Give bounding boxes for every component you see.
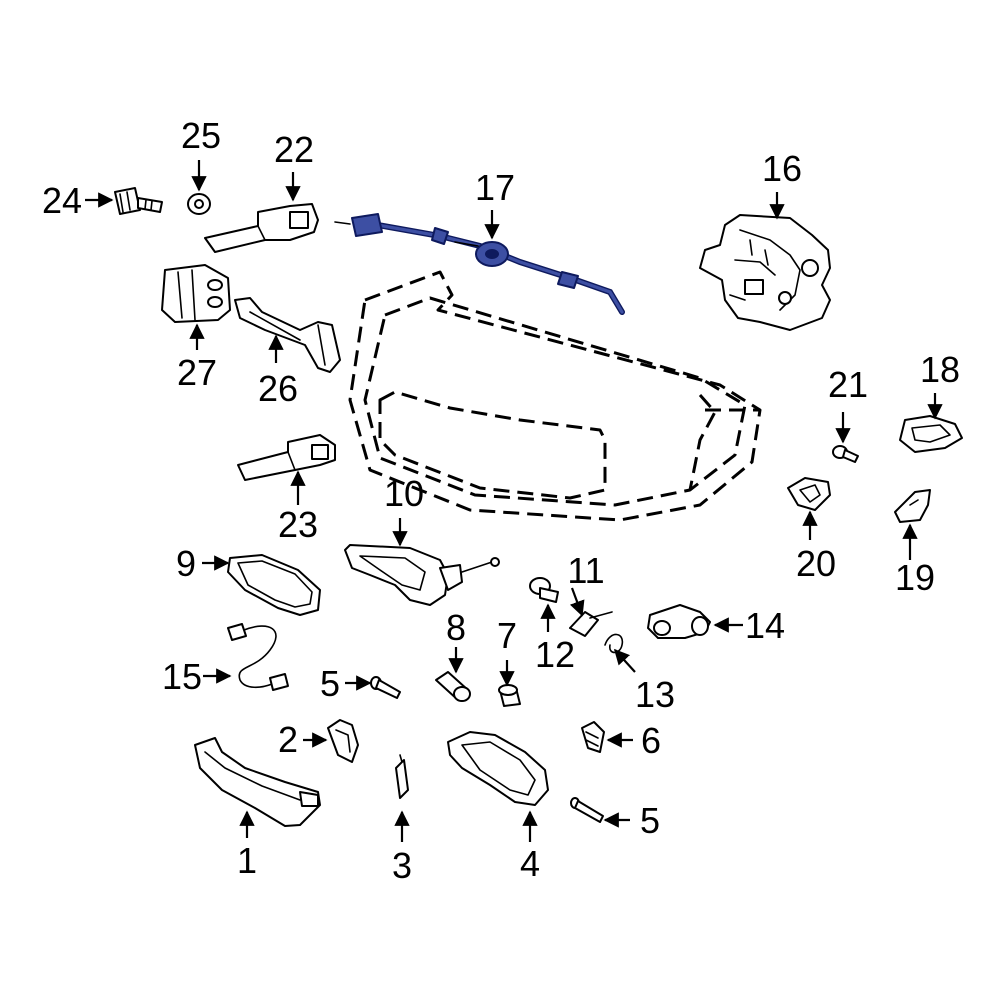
callout-9: 9 (176, 543, 196, 584)
callout-12: 12 (535, 634, 575, 675)
part-3-retaining-pin[interactable] (395, 754, 409, 799)
callout-19: 19 (895, 557, 935, 598)
part-21-screw[interactable] (832, 445, 859, 463)
part-18-handle-bezel[interactable] (899, 415, 963, 453)
callout-17: 17 (475, 167, 515, 208)
callout-10: 10 (384, 473, 424, 514)
callout-14: 14 (745, 605, 785, 646)
callout-24: 24 (42, 180, 82, 221)
callout-18: 18 (920, 349, 960, 390)
part-1-outer-handle[interactable] (194, 737, 321, 827)
callout-4: 4 (520, 843, 540, 884)
part-22-handle-carrier[interactable] (204, 203, 319, 253)
callout-arrows (85, 160, 943, 842)
callout-1: 1 (237, 840, 257, 881)
part-15-wire-harness[interactable] (227, 623, 289, 691)
part-14-actuator[interactable] (647, 604, 711, 639)
part-11-spring-lever[interactable] (569, 611, 613, 637)
part-2-cover-cap[interactable] (327, 719, 359, 763)
callout-25: 25 (181, 115, 221, 156)
callout-5-lower: 5 (640, 800, 660, 841)
part-19-bracket[interactable] (894, 489, 931, 523)
callout-20: 20 (796, 543, 836, 584)
callout-labels: 1 2 3 4 5 5 6 7 8 9 10 11 12 13 14 15 16… (42, 115, 960, 886)
part-16-door-lock-module[interactable] (699, 214, 831, 331)
callout-27: 27 (177, 352, 217, 393)
part-8-pivot-pin[interactable] (435, 671, 471, 702)
callout-5-upper: 5 (320, 663, 340, 704)
part-7-bushing[interactable] (498, 684, 521, 707)
callout-23: 23 (278, 504, 318, 545)
callout-11: 11 (567, 550, 604, 591)
part-23-handle-carrier[interactable] (237, 434, 336, 481)
part-17-release-cable[interactable] (334, 213, 625, 315)
part-4-inner-handle[interactable] (447, 731, 549, 806)
callout-6: 6 (641, 720, 661, 761)
part-6-spring[interactable] (581, 721, 605, 753)
callout-7: 7 (497, 615, 517, 656)
callout-26: 26 (258, 368, 298, 409)
part-12-pin[interactable] (529, 577, 559, 603)
part-13-spring-clip[interactable] (604, 633, 624, 654)
part-9-handle-gasket[interactable] (227, 554, 321, 616)
part-20-bracket[interactable] (787, 477, 831, 511)
part-5-pin-upper[interactable] (370, 676, 401, 699)
callout-3: 3 (392, 845, 412, 886)
callout-15: 15 (162, 656, 202, 697)
part-10-outer-handle-frame[interactable] (344, 544, 500, 606)
callout-8: 8 (446, 607, 466, 648)
callout-21: 21 (828, 364, 868, 405)
door-panel-outline (348, 270, 762, 522)
callout-2: 2 (278, 719, 298, 760)
callout-16: 16 (762, 148, 802, 189)
callout-13: 13 (635, 674, 675, 715)
callout-22: 22 (274, 129, 314, 170)
part-25-washer[interactable] (187, 193, 211, 215)
part-27-grommet[interactable] (161, 264, 231, 323)
part-24-bolt[interactable] (114, 187, 163, 215)
part-26-linkage-rod[interactable] (234, 297, 341, 373)
part-5-pin-lower[interactable] (570, 797, 604, 823)
